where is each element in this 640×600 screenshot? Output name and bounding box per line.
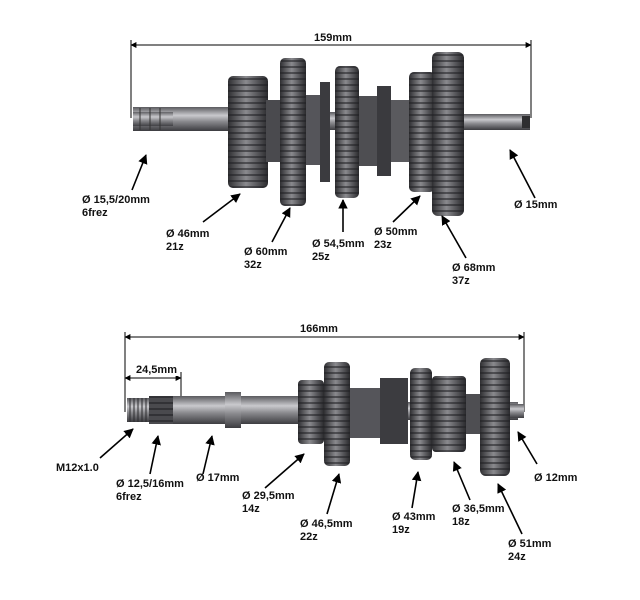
bottom-shaft — [124, 332, 525, 476]
bottom-length-label: 166mm — [298, 323, 340, 335]
top-length-label: 159mm — [312, 32, 354, 44]
label-bottom-9: Ø 12mm — [534, 472, 578, 484]
bottom-pointers — [99, 428, 538, 535]
top-pointers — [131, 149, 536, 259]
label-bottom-1: M12x1.0 — [56, 462, 99, 474]
top-shaft — [130, 40, 532, 216]
label-top-7: Ø 15mm — [514, 199, 558, 211]
thread-length-label: 24,5mm — [134, 364, 179, 376]
label-bottom-3: Ø 17mm — [196, 472, 240, 484]
